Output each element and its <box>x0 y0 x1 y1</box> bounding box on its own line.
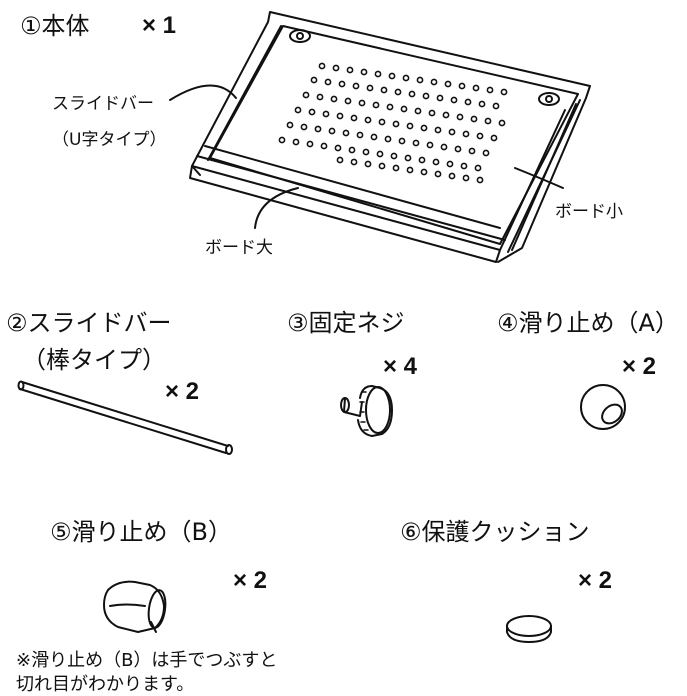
vent-holes <box>278 62 508 184</box>
main-body-illustration <box>169 11 591 263</box>
note-line1: ※滑り止め（B）は手でつぶすと <box>16 650 278 671</box>
callout-slide-bar-u-line2: （U字タイプ） <box>52 130 167 150</box>
part-fixing-screw-label: ③固定ネジ <box>287 309 405 337</box>
callout-board-large: ボード大 <box>205 238 273 258</box>
leader-board-large <box>254 187 299 229</box>
foot-right <box>538 92 560 106</box>
foot-left <box>289 29 311 43</box>
u-slide-bar <box>191 11 591 263</box>
callout-slide-bar-u-line1: スライドバー <box>52 94 154 114</box>
part-slide-bar-qty: × 2 <box>165 378 200 405</box>
main-body-label: ①本体 <box>20 12 90 40</box>
anti-slip-a-illustration <box>580 384 626 430</box>
callout-board-small: ボード小 <box>555 202 623 222</box>
part-cushion-qty: × 2 <box>578 567 613 594</box>
part-anti-slip-a-qty: × 2 <box>622 353 657 380</box>
anti-slip-b-illustration <box>103 580 167 633</box>
part-anti-slip-a-label: ④滑り止め（A） <box>497 309 679 337</box>
note-line2: 切れ目がわかります。 <box>16 674 195 695</box>
fixing-screw-illustration <box>340 385 393 437</box>
main-body-qty: × 1 <box>142 12 177 39</box>
slide-bar-rod-illustration <box>17 380 233 455</box>
part-slide-bar-label: ②スライドバー <box>6 309 172 337</box>
part-anti-slip-b-label: ⑤滑り止め（B） <box>50 518 232 546</box>
leader-board-small <box>514 167 564 189</box>
part-cushion-label: ⑥保護クッション <box>400 518 590 546</box>
leader-slide-bar <box>169 84 237 101</box>
part-anti-slip-b-qty: × 2 <box>233 567 268 594</box>
cushion-illustration <box>506 615 552 643</box>
board-small <box>209 25 579 245</box>
part-fixing-screw-qty: × 4 <box>383 353 418 380</box>
board-large <box>189 145 506 263</box>
part-slide-bar-sublabel: （棒タイプ） <box>22 346 166 374</box>
